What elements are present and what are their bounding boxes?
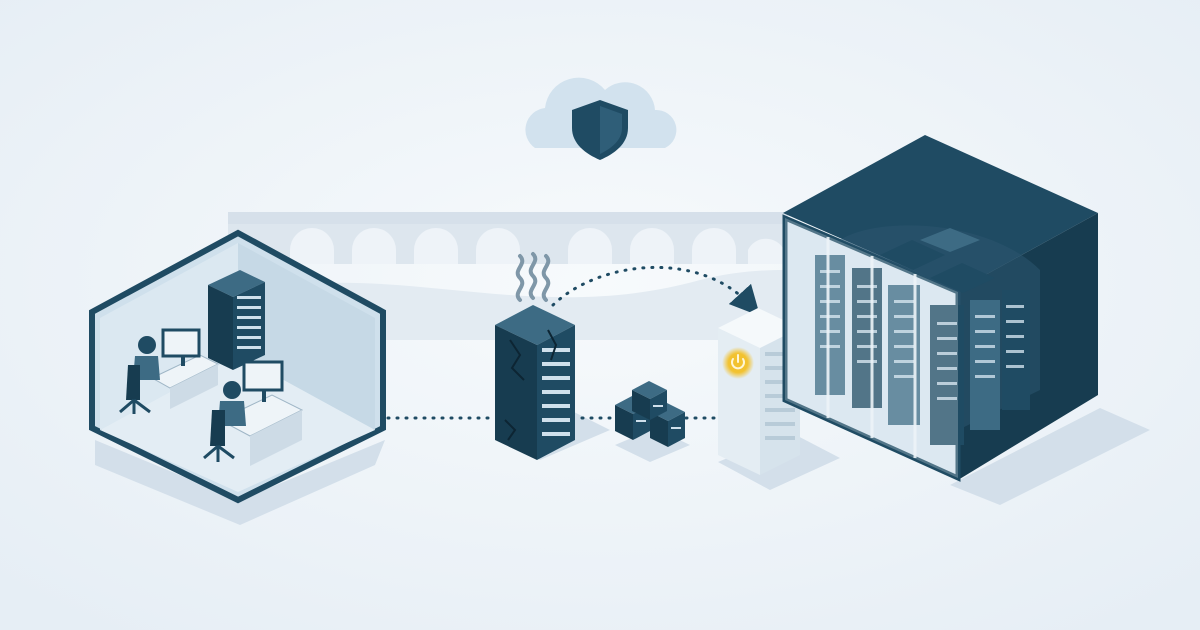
aqueduct-bridge <box>228 212 788 264</box>
shield-icon <box>572 100 628 160</box>
office-worker-2 <box>203 381 246 462</box>
power-icon <box>722 347 754 379</box>
crack-lines <box>504 329 558 441</box>
data-center <box>782 135 1150 505</box>
office-desk-1 <box>150 328 220 409</box>
arrow-icon <box>551 266 761 317</box>
smoke-icon <box>515 252 551 302</box>
office-worker-1 <box>119 336 160 414</box>
office-server-rack <box>208 270 265 370</box>
storage-cubes <box>615 381 690 462</box>
